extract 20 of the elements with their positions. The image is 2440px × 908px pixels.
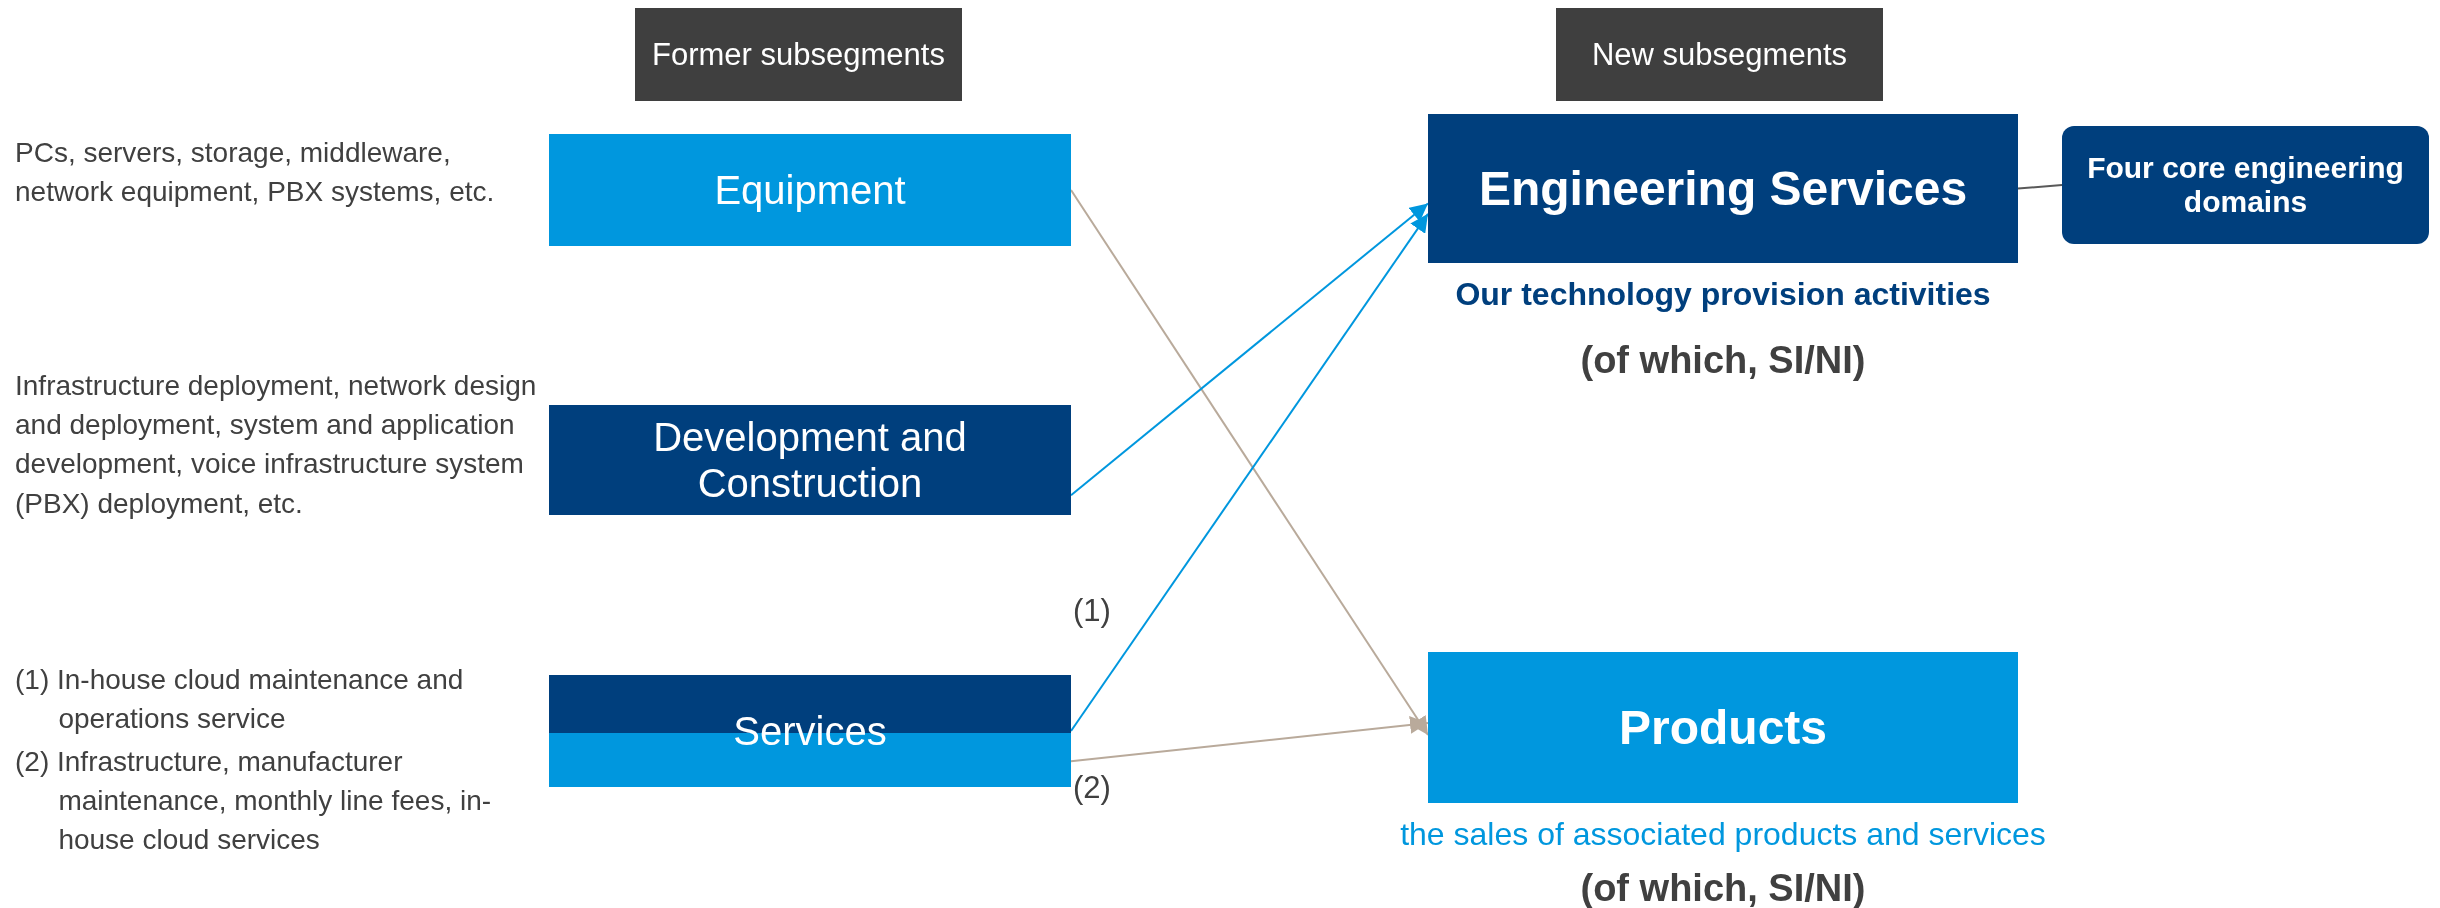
- description-text: PCs, servers, storage, middleware, network equipment, PBX systems, etc.: [15, 136, 496, 210]
- edge-label: (1): [1073, 593, 1111, 629]
- connector-line: [2017, 184, 2063, 190]
- arrow: [1070, 202, 1429, 497]
- description-text: Infrastructure deployment, network design and deployment, system and application development, voice infrastructure system (PBX) deployment, etc.: [15, 369, 538, 521]
- edge-label: (2): [1073, 770, 1111, 806]
- description-text: Our technology provision activities: [1454, 275, 1992, 314]
- segment-box: Equipment: [549, 134, 1071, 246]
- segment-box: Development and Construction: [549, 405, 1071, 515]
- arrow: [1070, 715, 1429, 763]
- segment-box: Engineering Services: [1428, 114, 2018, 263]
- subsegment-header: Former subsegments: [635, 8, 962, 101]
- description-text: the sales of associated products and services: [1399, 815, 2047, 854]
- list-item: (1) In-house cloud maintenance and operations service: [15, 663, 465, 737]
- subsegment-header: New subsegments: [1556, 8, 1883, 101]
- description-text: (of which, SI/NI): [1579, 338, 1867, 383]
- segment-box: Services: [549, 675, 1071, 787]
- list-item: (2) Infrastructure, manufacturer maintenance, monthly line fees, in-house cloud services: [15, 745, 493, 858]
- segment-box: Products: [1428, 652, 2018, 803]
- domain-box: Four core engineering domains: [2062, 126, 2429, 244]
